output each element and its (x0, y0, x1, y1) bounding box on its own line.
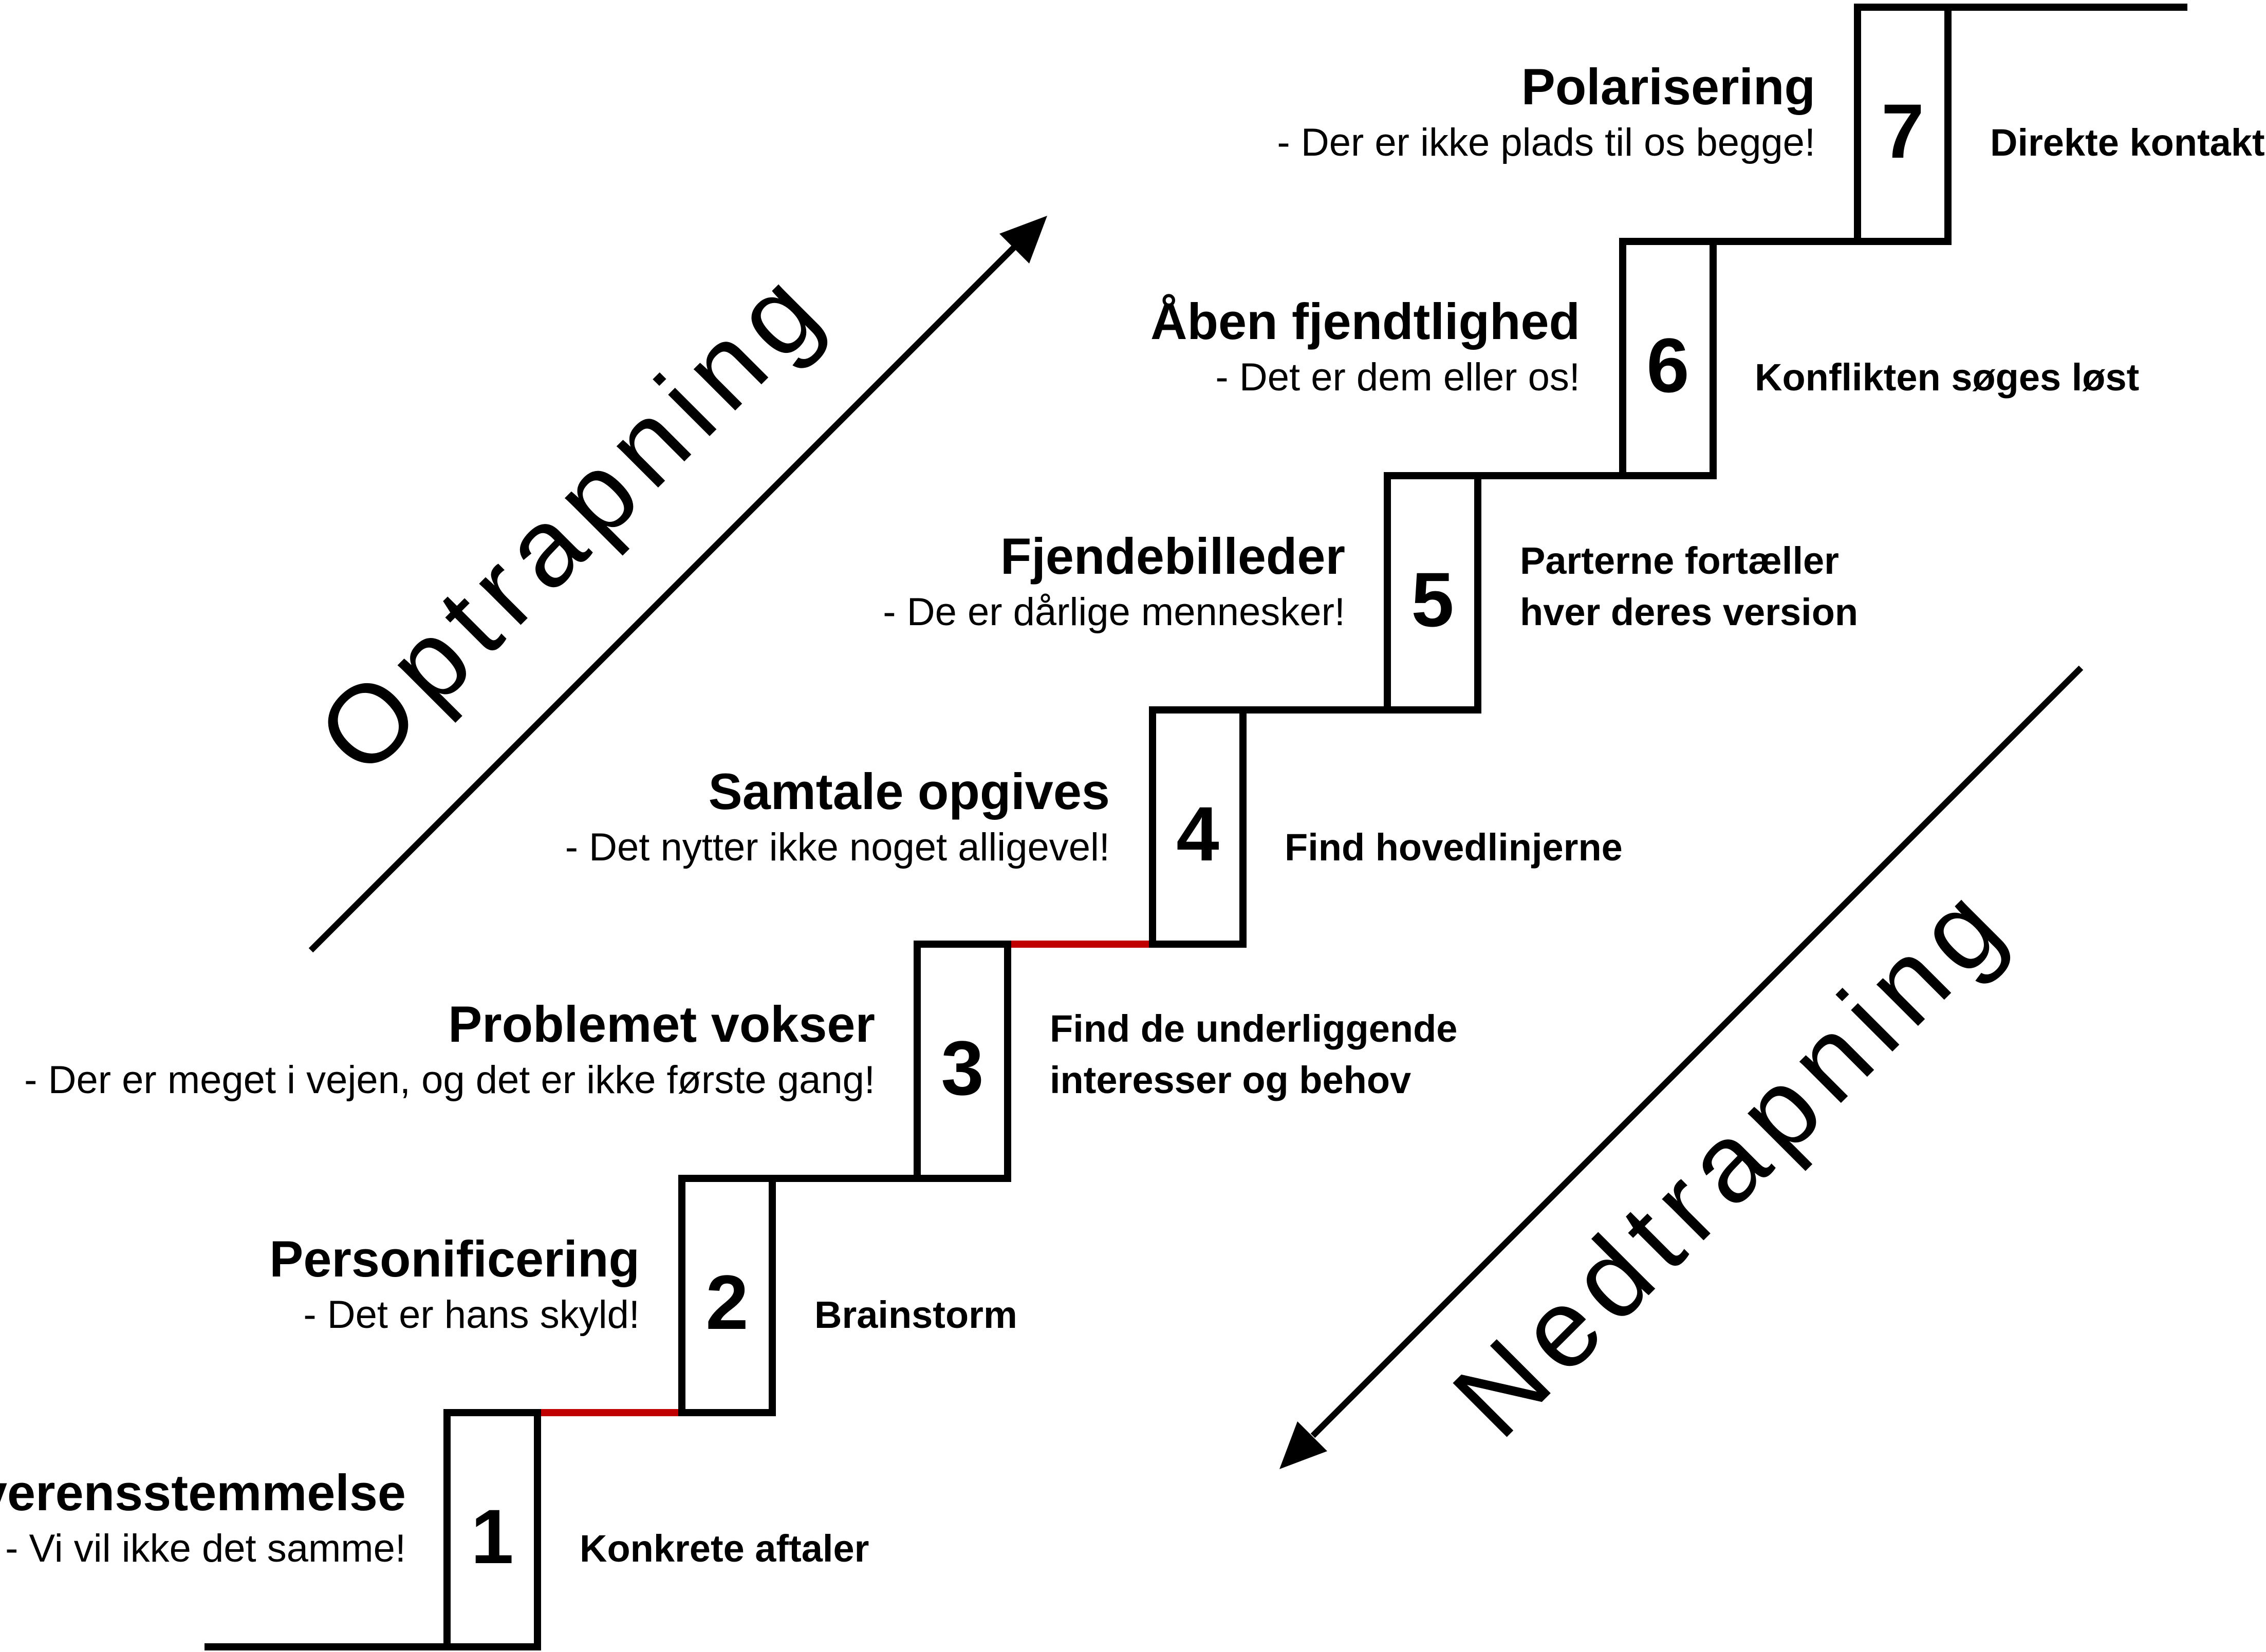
step-number-6: 6 (1646, 322, 1689, 408)
step-number-7: 7 (1881, 88, 1924, 174)
escalation-labels: Uoverensstemmelse - Vi vil ikke det samm… (0, 58, 1815, 1570)
step-quote-6: - Det er dem eller os! (1215, 355, 1580, 399)
step-quote-2: - Det er hans skyld! (303, 1293, 640, 1337)
step-box-1 (443, 1409, 541, 1650)
step-number-2: 2 (705, 1259, 748, 1345)
step-quote-1: - Vi vil ikke det samme! (5, 1527, 406, 1570)
de-escalation-arrow (1279, 665, 2084, 1469)
step-title-1: Uoverensstemmelse (0, 1464, 406, 1521)
step-resolution-7: Direkte kontakt (1990, 121, 2265, 164)
escalation-arrow-shaft (308, 239, 1023, 953)
step-boxes (443, 4, 1952, 1650)
step-resolution-5-line-2: hver deres version (1520, 591, 1858, 633)
step-box-2 (678, 1175, 776, 1416)
step-numbers: 1 2 3 4 5 6 7 (471, 88, 1924, 1580)
escalation-arrow (308, 216, 1047, 953)
step-box-7 (1854, 4, 1952, 245)
step-resolution-5-line-1: Parterne fortæller (1520, 539, 1839, 582)
step-title-7: Polarisering (1521, 58, 1815, 115)
step-title-6: Åben fjendtlighed (1150, 293, 1580, 350)
resolution-labels: Konkrete aftaler Brainstorm Find de unde… (580, 121, 2265, 1570)
step-box-5 (1384, 472, 1481, 714)
step-quote-7: - Der er ikke plads til os begge! (1277, 121, 1815, 164)
step-resolution-3-line-1: Find de underliggende (1050, 1007, 1457, 1050)
step-quote-4: - Det nytter ikke noget alligevel! (565, 825, 1110, 869)
step-box-6 (1619, 238, 1717, 479)
step-number-1: 1 (471, 1493, 513, 1580)
de-escalation-label: Nedtrapning (1429, 857, 2032, 1460)
step-resolution-1: Konkrete aftaler (580, 1527, 869, 1570)
step-title-5: Fjendebilleder (1000, 528, 1345, 585)
step-box-4 (1149, 706, 1247, 948)
step-title-2: Personificering (269, 1230, 640, 1287)
step-quote-3: - Der er meget i vejen, og det er ikke f… (24, 1058, 875, 1102)
step-title-3: Problemet vokser (448, 996, 875, 1053)
step-title-4: Samtale opgives (709, 763, 1110, 820)
step-box-3 (914, 941, 1011, 1182)
step-number-4: 4 (1176, 791, 1219, 877)
de-escalation-arrow-shaft (1310, 665, 2084, 1438)
step-resolution-4: Find hovedlinjerne (1285, 826, 1623, 869)
step-quote-5: - De er dårlige mennesker! (883, 590, 1345, 634)
step-resolution-2: Brainstorm (814, 1293, 1017, 1336)
escalation-label: Optrapning (293, 241, 849, 797)
escalation-arrow-head (999, 216, 1047, 264)
step-resolution-6: Konflikten søges løst (1755, 356, 2139, 399)
de-escalation-arrow-head (1279, 1421, 1327, 1469)
step-number-5: 5 (1411, 556, 1454, 643)
step-number-3: 3 (941, 1025, 983, 1111)
step-resolution-3-line-2: interesser og behov (1050, 1059, 1411, 1101)
